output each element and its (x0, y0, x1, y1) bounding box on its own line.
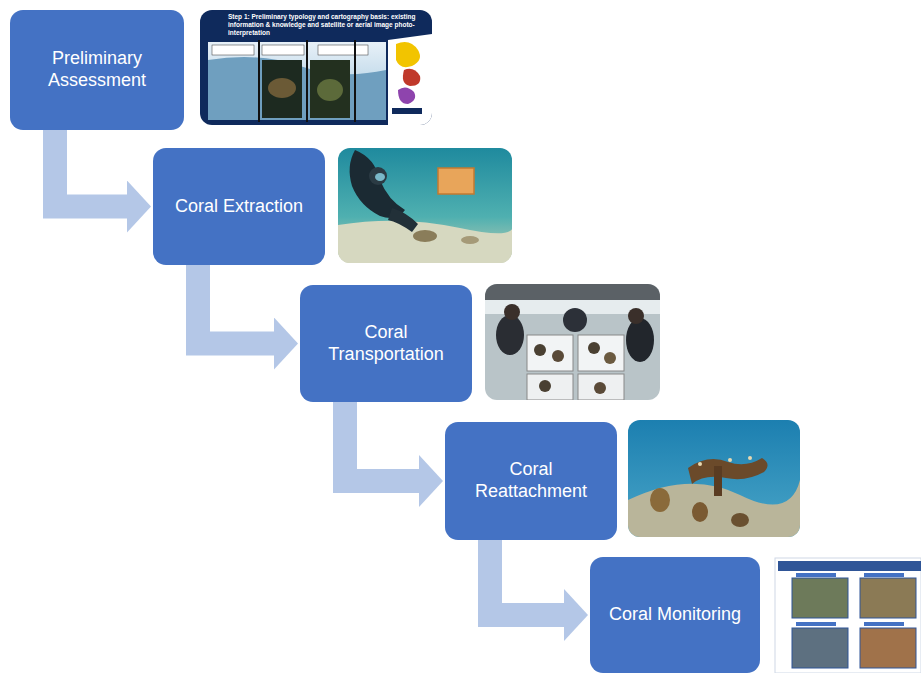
flow-arrow (345, 402, 419, 481)
step-label: Coral Transportation (310, 322, 462, 365)
flow-arrow (198, 265, 274, 344)
step-label: Preliminary Assessment (20, 48, 174, 91)
step-label: Coral Monitoring (609, 604, 741, 626)
assessment-photo (200, 10, 432, 125)
process-box: Coral Reattachment (445, 422, 617, 540)
monitoring-sheet (775, 558, 921, 673)
process-box: Coral Transportation (300, 285, 472, 402)
photo-caption: Step 1: Preliminary typology and cartogr… (228, 13, 424, 36)
flow-arrow (55, 130, 127, 207)
step-label: Coral Extraction (175, 196, 303, 218)
transport-photo (485, 284, 660, 400)
extraction-photo (338, 148, 512, 263)
process-box: Coral Monitoring (590, 557, 760, 673)
step-label: Coral Reattachment (455, 459, 607, 502)
process-box: Coral Extraction (153, 148, 325, 265)
flow-arrow (490, 540, 564, 615)
process-box: Preliminary Assessment (10, 10, 184, 130)
reattachment-photo (628, 420, 800, 537)
